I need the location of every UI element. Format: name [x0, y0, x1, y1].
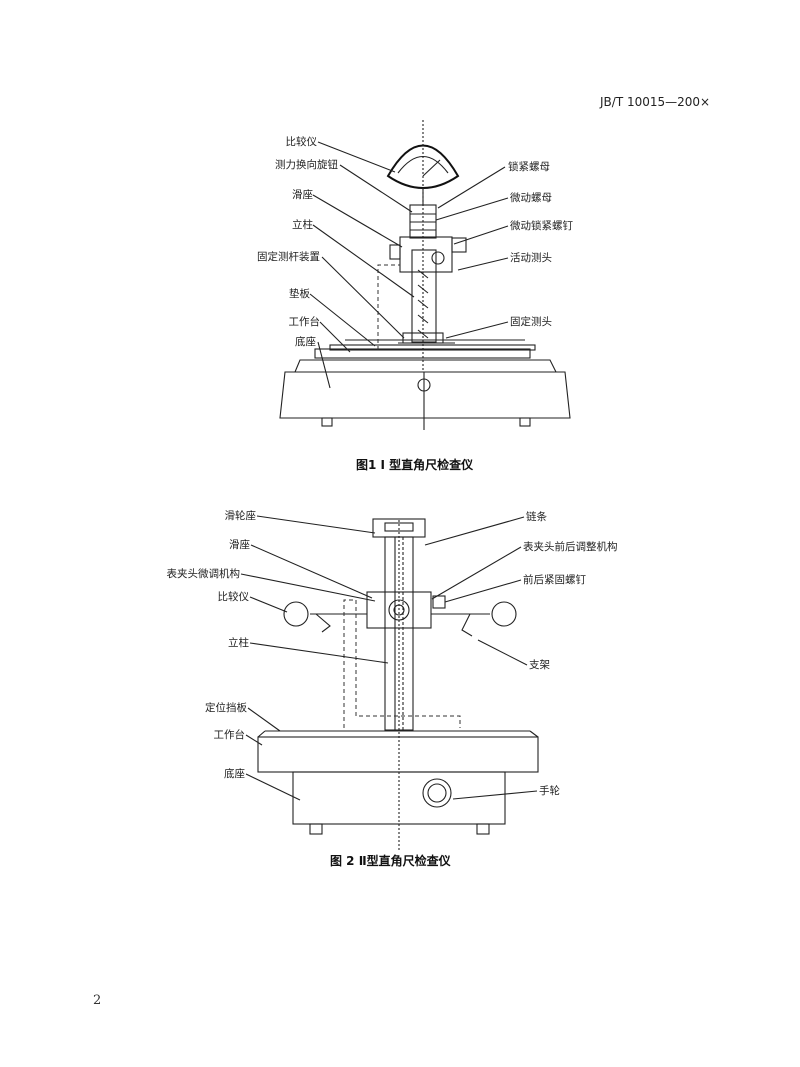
- fig1-label-fixed-rod: 固定测杆装置: [257, 250, 320, 263]
- figure2-caption: 图 2 Ⅱ型直角尺检查仪: [330, 854, 451, 868]
- fig2-foot-left: [309, 823, 323, 835]
- fig2-comparator-right: [491, 601, 517, 627]
- fig1-label-lock-nut: 锁紧螺母: [508, 160, 550, 173]
- page-number: 2: [93, 993, 102, 1008]
- fig2-column: [384, 536, 414, 731]
- fig2-label-bracket: 支架: [529, 659, 550, 671]
- fig2-label-stop-plate: 定位挡板: [205, 701, 247, 714]
- standard-number: JB/T 10015—200×: [600, 95, 711, 109]
- fig1-label-fine-lock-screw: 微动锁紧螺钉: [510, 219, 573, 232]
- fig2-slide: [366, 591, 432, 629]
- fig2-label-front-back-adjust: 表夹头前后调整机构: [523, 540, 618, 553]
- fig1-label-force-knob: 测力换向旋钮: [275, 158, 338, 171]
- fig2-work-table: [257, 736, 539, 773]
- fig2-label-chain: 链条: [526, 510, 547, 523]
- fig1-label-column: 立柱: [292, 218, 313, 231]
- fig2-label-front-back-screw: 前后紧固螺钉: [523, 573, 586, 586]
- fig2-label-handwheel: 手轮: [539, 784, 560, 797]
- fig1-base-body: [279, 371, 571, 419]
- fig1-foot-right: [519, 417, 531, 427]
- fig1-foot-left: [321, 417, 333, 427]
- fig2-label-comparator: 比较仪: [218, 590, 250, 603]
- fig1-label-fixed-probe: 固定测头: [510, 315, 552, 328]
- fig1-label-base: 底座: [295, 335, 316, 348]
- fig1-slide: [399, 236, 453, 273]
- fig2-label-work-table: 工作台: [214, 728, 246, 741]
- figure2-drawing: 滑轮座 滑座 表夹头微调机构 比较仪 立柱 定位挡板 工作台 底座 链条 表夹头…: [167, 509, 618, 850]
- fig1-label-movable-probe: 活动测头: [510, 251, 552, 264]
- fig1-column: [411, 249, 437, 343]
- fig1-label-pad: 垫板: [289, 287, 310, 300]
- fig1-base-top: [294, 359, 557, 373]
- fig2-label-base: 底座: [224, 767, 245, 780]
- figure1-drawing: 比较仪 测力换向旋钮 滑座 立柱 固定测杆装置 垫板 工作台 底座 锁紧螺母 微…: [257, 120, 573, 430]
- fig2-label-slide: 滑座: [229, 538, 250, 551]
- fig1-label-work-table: 工作台: [289, 315, 321, 328]
- figure1-caption: 图1 I 型直角尺检查仪: [356, 458, 474, 472]
- fig2-handwheel: [422, 778, 452, 808]
- fig1-label-slide: 滑座: [292, 188, 313, 201]
- fig1-pad-plate: [329, 344, 536, 351]
- fig2-label-pulley-seat: 滑轮座: [225, 509, 257, 522]
- fig2-foot-right: [476, 823, 490, 835]
- fig2-label-fine-adjust: 表夹头微调机构: [167, 567, 241, 580]
- fig2-label-column: 立柱: [228, 636, 249, 649]
- fig2-comparator-left: [283, 601, 309, 627]
- fig1-label-comparator: 比较仪: [286, 135, 318, 148]
- fig1-label-fine-nut: 微动螺母: [510, 191, 552, 204]
- fig1-square-dashed: [377, 264, 400, 350]
- fig1-comparator-dial: [386, 144, 460, 189]
